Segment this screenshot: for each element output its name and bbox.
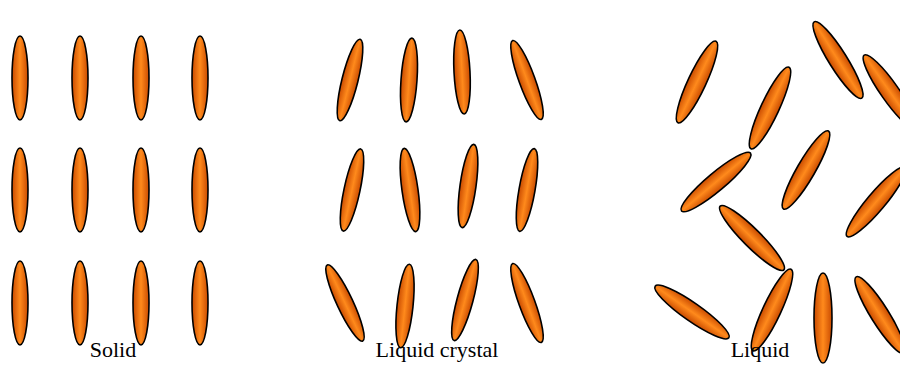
phase-label: Liquid crystal — [376, 337, 499, 363]
phase-label: Liquid — [731, 337, 790, 363]
phase-label: Solid — [90, 337, 136, 363]
